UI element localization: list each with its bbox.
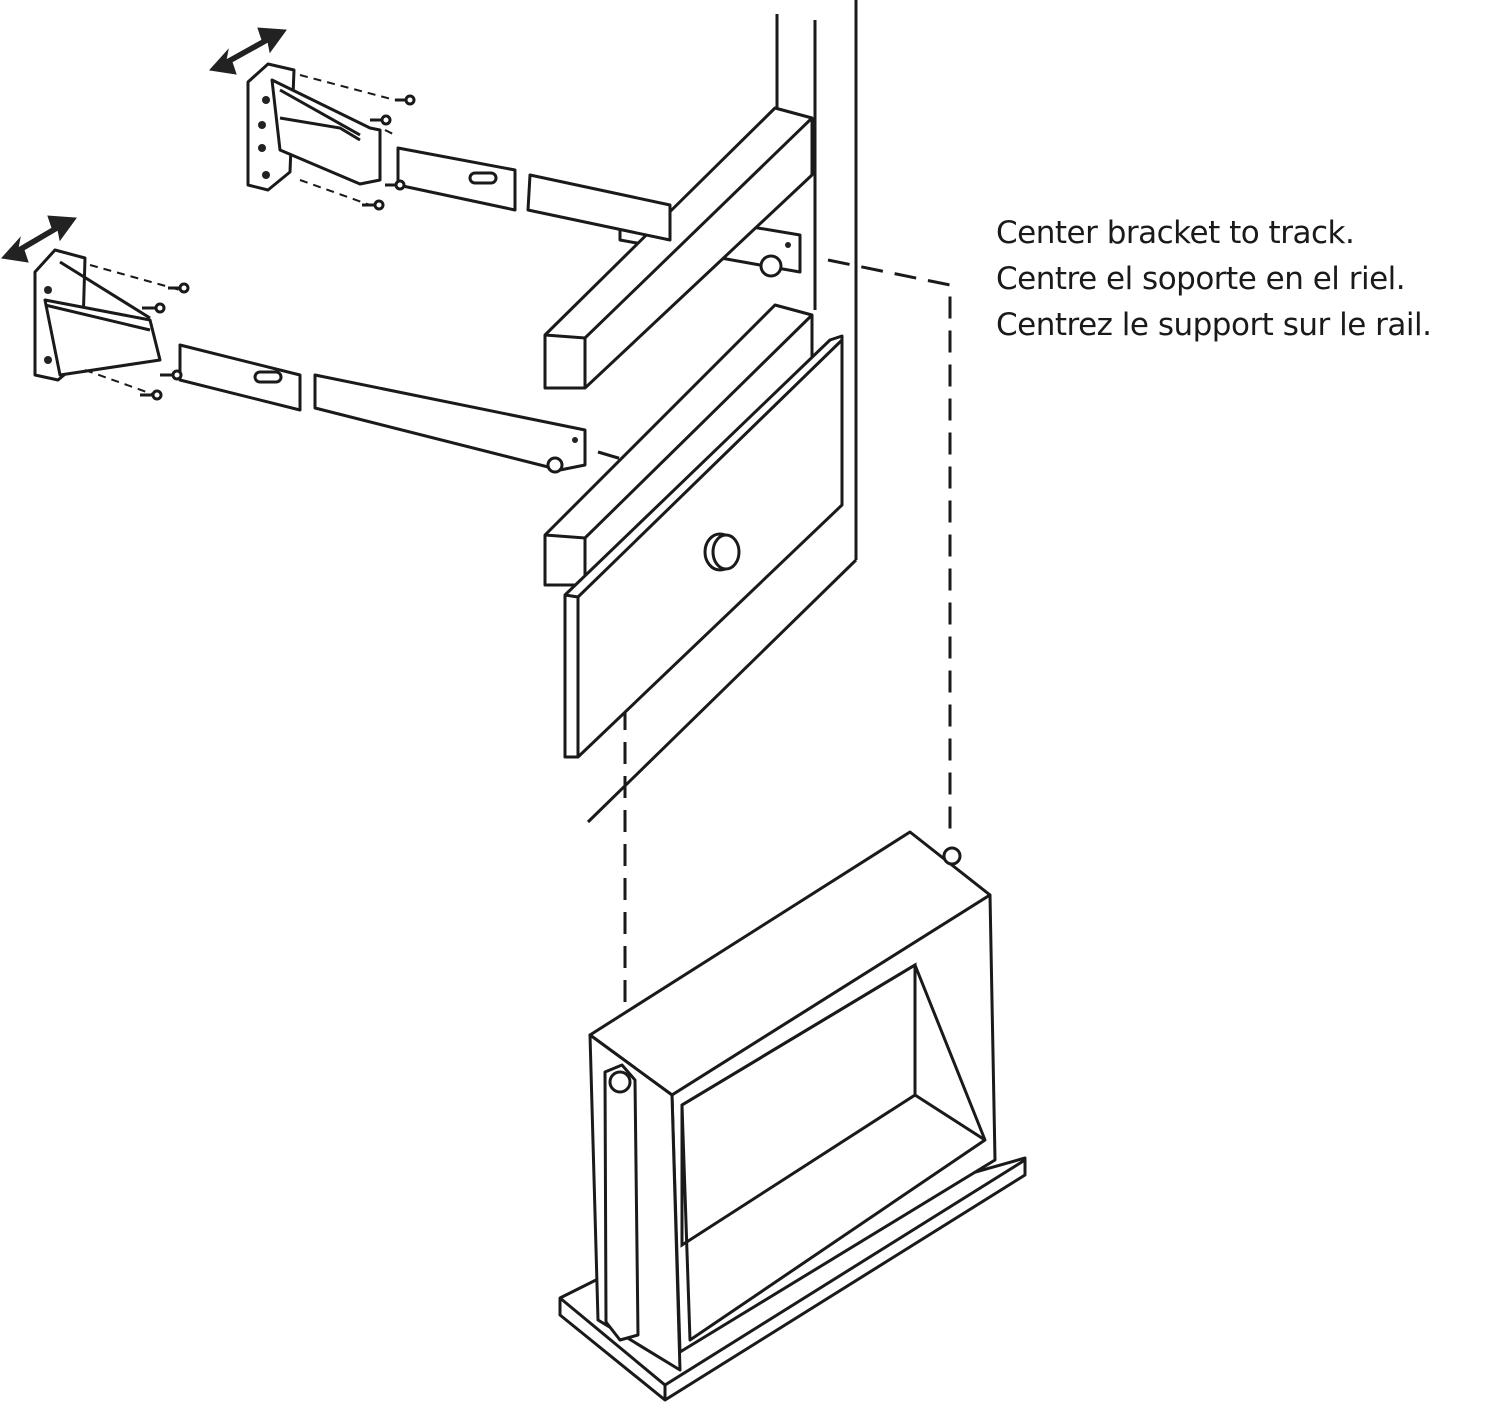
lower-bracket: [33, 248, 181, 396]
screw-icon: [160, 369, 183, 381]
upper-rail: [543, 106, 814, 390]
drawer-box: [558, 830, 1027, 1402]
screws: [140, 94, 416, 401]
screw-icon: [362, 199, 385, 211]
alignment-dashed-lines: [597, 258, 952, 1012]
screw-icon: [168, 282, 190, 294]
instruction-spanish: Centre el soporte en el riel.: [996, 261, 1406, 297]
drawer-knob-icon: [703, 532, 741, 572]
double-arrow-icon: [1, 215, 77, 263]
drawer-front-panel: [563, 334, 844, 759]
screw-icon: [370, 114, 392, 126]
screw-icon: [142, 302, 166, 314]
upper-bracket: [246, 62, 396, 206]
screw-icon: [385, 179, 406, 191]
lower-track-piece: [178, 343, 587, 474]
instruction-french: Centrez le support sur le rail.: [996, 307, 1432, 343]
upper-track-piece: [396, 146, 672, 242]
double-arrow-icon: [209, 27, 287, 75]
screw-icon: [395, 94, 416, 106]
cabinet-side-panel: [586, 0, 858, 824]
instruction-english: Center bracket to track.: [996, 215, 1355, 251]
instruction-text: Center bracket to track. Centre el sopor…: [996, 210, 1432, 348]
screw-icon: [140, 389, 163, 401]
